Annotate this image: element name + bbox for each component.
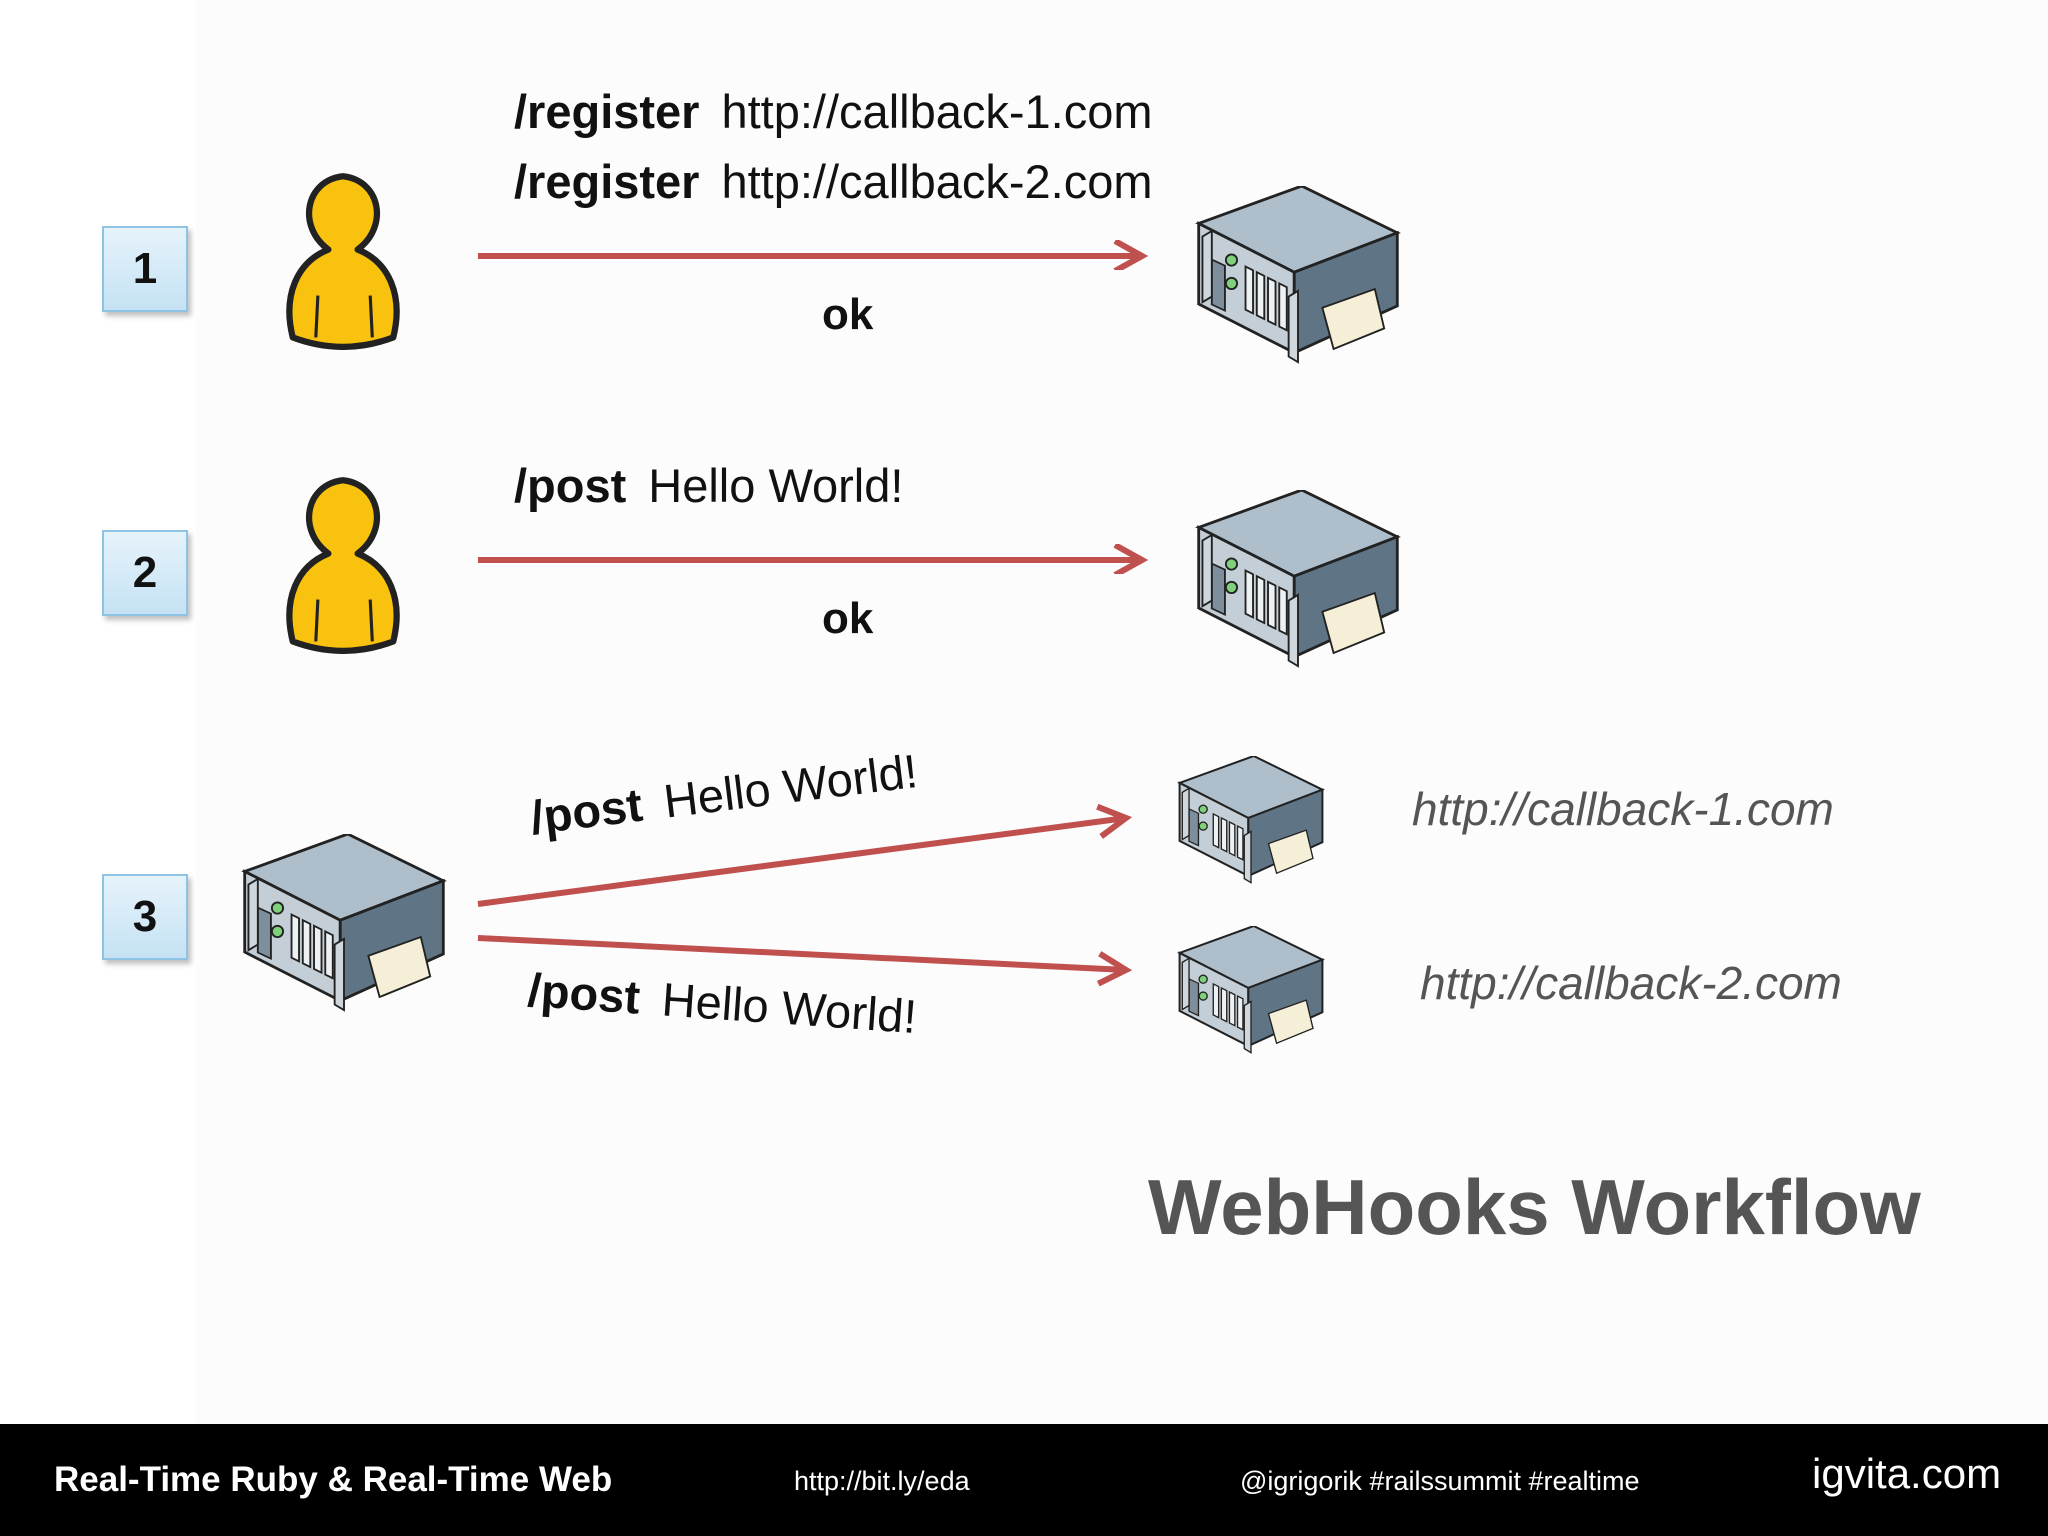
request-arrow	[478, 544, 1150, 574]
post-label: /post Hello World!	[514, 458, 903, 513]
step-3-badge: 3	[102, 874, 188, 960]
step-1-badge: 1	[102, 226, 188, 312]
step-2-badge: 2	[102, 530, 188, 616]
user-icon	[275, 170, 411, 350]
register-method: /register	[514, 85, 700, 138]
fanout-arrows	[477, 790, 1140, 990]
fanout-arrow-1	[477, 818, 1126, 907]
slide-background	[196, 0, 2048, 1424]
register-label-2: /register http://callback-2.com	[514, 154, 1153, 209]
slide: 1 /register http://callback-1.com /regist…	[102, 0, 2048, 1424]
server-icon	[1178, 756, 1324, 884]
ok-response: ok	[822, 594, 874, 643]
ok-response: ok	[822, 290, 874, 339]
server-icon	[1197, 490, 1399, 668]
request-arrow	[478, 240, 1150, 270]
post-message: Hello World!	[648, 459, 904, 512]
footer-bar: Real-Time Ruby & Real-Time Web http://bi…	[0, 1424, 2048, 1536]
server-icon	[1197, 186, 1399, 364]
register-label-1: /register http://callback-1.com	[514, 84, 1153, 139]
server-icon	[1178, 926, 1324, 1054]
user-icon	[275, 474, 411, 654]
short-link: http://bit.ly/eda	[794, 1466, 970, 1496]
register-url: http://callback-2.com	[721, 155, 1153, 208]
site-logo: igvita.com	[1812, 1450, 2002, 1497]
slide-title: WebHooks Workflow	[1148, 1163, 1921, 1251]
register-method: /register	[514, 155, 700, 208]
callback-url-2: http://callback-2.com	[1420, 957, 1842, 1009]
server-icon	[243, 834, 445, 1012]
callback-url-1: http://callback-1.com	[1412, 783, 1834, 835]
talk-title: Real-Time Ruby & Real-Time Web	[54, 1460, 613, 1499]
social-tags: @igrigorik #railssummit #realtime	[1240, 1466, 1640, 1496]
register-url: http://callback-1.com	[721, 85, 1153, 138]
post-method: /post	[514, 459, 627, 512]
fanout-arrow-2	[477, 935, 1126, 970]
